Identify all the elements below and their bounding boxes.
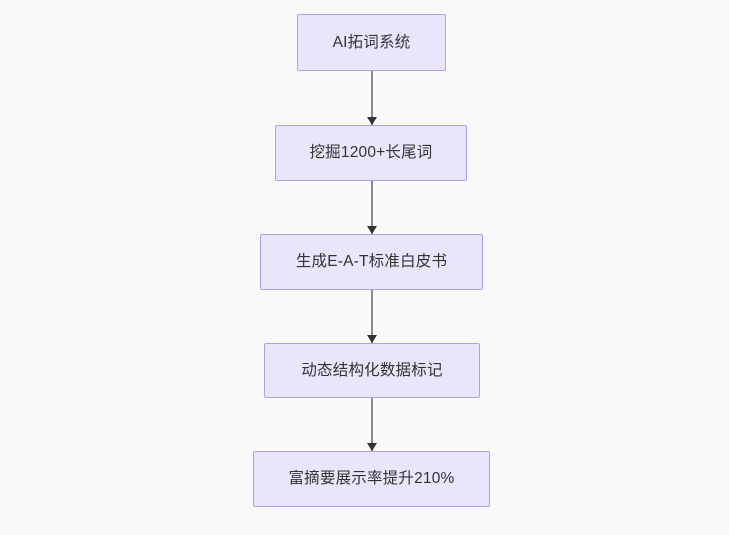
flow-node-label: AI拓词系统 xyxy=(332,33,411,51)
edge-line xyxy=(371,71,373,125)
edge-line xyxy=(371,290,373,343)
arrowhead-icon xyxy=(366,116,377,125)
flow-node-rich-snippet-impression-uplift[interactable]: 富摘要展示率提升210% xyxy=(253,451,490,507)
flow-node-label: 挖掘1200+长尾词 xyxy=(309,144,433,162)
edge-line xyxy=(371,181,373,234)
edge-line xyxy=(371,398,373,451)
flow-node-label: 动态结构化数据标记 xyxy=(301,361,443,379)
flow-node-generate-eat-whitepaper[interactable]: 生成E-A-T标准白皮书 xyxy=(260,234,483,290)
flow-node-mine-longtail-keywords[interactable]: 挖掘1200+长尾词 xyxy=(275,125,467,181)
arrowhead-icon xyxy=(366,225,377,234)
arrowhead-icon xyxy=(366,442,377,451)
arrowhead-icon xyxy=(366,334,377,343)
flow-node-ai-keyword-system[interactable]: AI拓词系统 xyxy=(297,14,446,71)
flow-node-dynamic-structured-data-markup[interactable]: 动态结构化数据标记 xyxy=(264,343,480,398)
flow-node-label: 富摘要展示率提升210% xyxy=(288,470,455,488)
flow-node-label: 生成E-A-T标准白皮书 xyxy=(295,253,448,271)
